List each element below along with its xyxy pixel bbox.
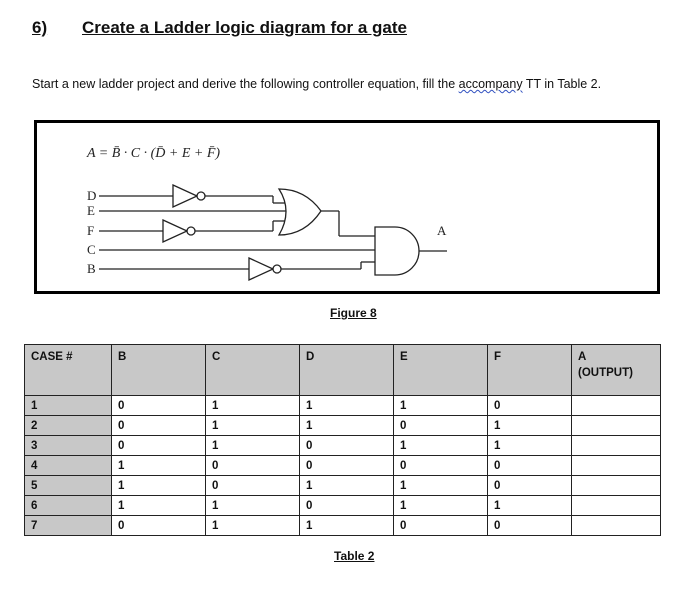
cell-c: 1 [205, 495, 300, 516]
cell-d: 1 [299, 475, 394, 496]
cell-case: 4 [24, 455, 112, 476]
output-label-a: A [437, 223, 447, 238]
question-number: 6) [32, 18, 48, 37]
cell-c: 0 [205, 455, 300, 476]
input-label-f: F [87, 223, 94, 238]
input-label-b: B [87, 261, 96, 276]
not-bubble-b [272, 264, 282, 274]
cell-b: 0 [111, 395, 206, 416]
header-e: E [393, 344, 488, 396]
cell-b: 1 [111, 455, 206, 476]
cell-output[interactable] [571, 415, 661, 436]
cell-case: 1 [24, 395, 112, 416]
logic-gate-diagram: A = B̄ · C · (D̄ + E + F̄) D E F C B [86, 146, 447, 282]
spellcheck-word: accompany [458, 77, 523, 91]
cell-d: 1 [299, 515, 394, 536]
cell-d: 0 [299, 495, 394, 516]
header-b: B [111, 344, 206, 396]
not-gate-d [172, 183, 199, 209]
not-bubble-f [186, 226, 196, 236]
header-d: D [299, 344, 394, 396]
header-a: A [578, 351, 587, 363]
cell-e: 1 [393, 395, 488, 416]
cell-d: 0 [299, 455, 394, 476]
cell-c: 0 [205, 475, 300, 496]
question-title: Create a Ladder logic diagram for a gate [82, 18, 407, 37]
cell-c: 1 [205, 415, 300, 436]
cell-b: 0 [111, 435, 206, 456]
question-heading: 6) Create a Ladder logic diagram for a ga… [32, 18, 407, 38]
figure-caption: Figure 8 [330, 306, 377, 320]
cell-b: 0 [111, 415, 206, 436]
header-case: CASE # [24, 344, 112, 396]
cell-d: 1 [299, 395, 394, 416]
intro-text-after: TT in Table 2. [522, 77, 602, 91]
cell-b: 1 [111, 475, 206, 496]
cell-case: 5 [24, 475, 112, 496]
header-output-sub: (OUTPUT) [578, 367, 633, 379]
input-label-e: E [87, 203, 95, 218]
truth-table-header-row: CASE # B C D E F A (OUTPUT) [24, 344, 661, 396]
cell-f: 0 [487, 475, 572, 496]
header-f: F [487, 344, 572, 396]
cell-f: 1 [487, 435, 572, 456]
cell-f: 0 [487, 515, 572, 536]
cell-e: 0 [393, 515, 488, 536]
cell-f: 0 [487, 455, 572, 476]
cell-output[interactable] [571, 515, 661, 536]
cell-case: 2 [24, 415, 112, 436]
cell-case: 7 [24, 515, 112, 536]
cell-output[interactable] [571, 455, 661, 476]
cell-c: 1 [205, 515, 300, 536]
cell-e: 0 [393, 455, 488, 476]
intro-paragraph: Start a new ladder project and derive th… [32, 74, 682, 94]
cell-output[interactable] [571, 435, 661, 456]
equation-text: A = B̄ · C · (D̄ + E + F̄) [86, 146, 220, 161]
cell-d: 0 [299, 435, 394, 456]
cell-b: 1 [111, 495, 206, 516]
cell-f: 0 [487, 395, 572, 416]
input-label-c: C [87, 242, 96, 257]
and-gate [374, 226, 420, 276]
table-caption: Table 2 [334, 549, 375, 563]
cell-case: 6 [24, 495, 112, 516]
intro-text-before: Start a new ladder project and derive th… [32, 77, 459, 91]
cell-e: 1 [393, 475, 488, 496]
cell-f: 1 [487, 415, 572, 436]
cell-c: 1 [205, 435, 300, 456]
cell-output[interactable] [571, 475, 661, 496]
header-c: C [205, 344, 300, 396]
cell-e: 1 [393, 435, 488, 456]
header-output: A (OUTPUT) [571, 344, 661, 396]
cell-e: 1 [393, 495, 488, 516]
cell-f: 1 [487, 495, 572, 516]
cell-case: 3 [24, 435, 112, 456]
logic-diagram-figure: A = B̄ · C · (D̄ + E + F̄) D E F C B [34, 120, 660, 294]
not-gate-b [248, 256, 275, 282]
cell-b: 0 [111, 515, 206, 536]
cell-c: 1 [205, 395, 300, 416]
not-bubble-d [196, 191, 206, 201]
not-gate-f [162, 218, 189, 244]
cell-e: 0 [393, 415, 488, 436]
input-label-d: D [87, 188, 96, 203]
cell-output[interactable] [571, 395, 661, 416]
cell-output[interactable] [571, 495, 661, 516]
or-gate [277, 188, 322, 236]
cell-d: 1 [299, 415, 394, 436]
